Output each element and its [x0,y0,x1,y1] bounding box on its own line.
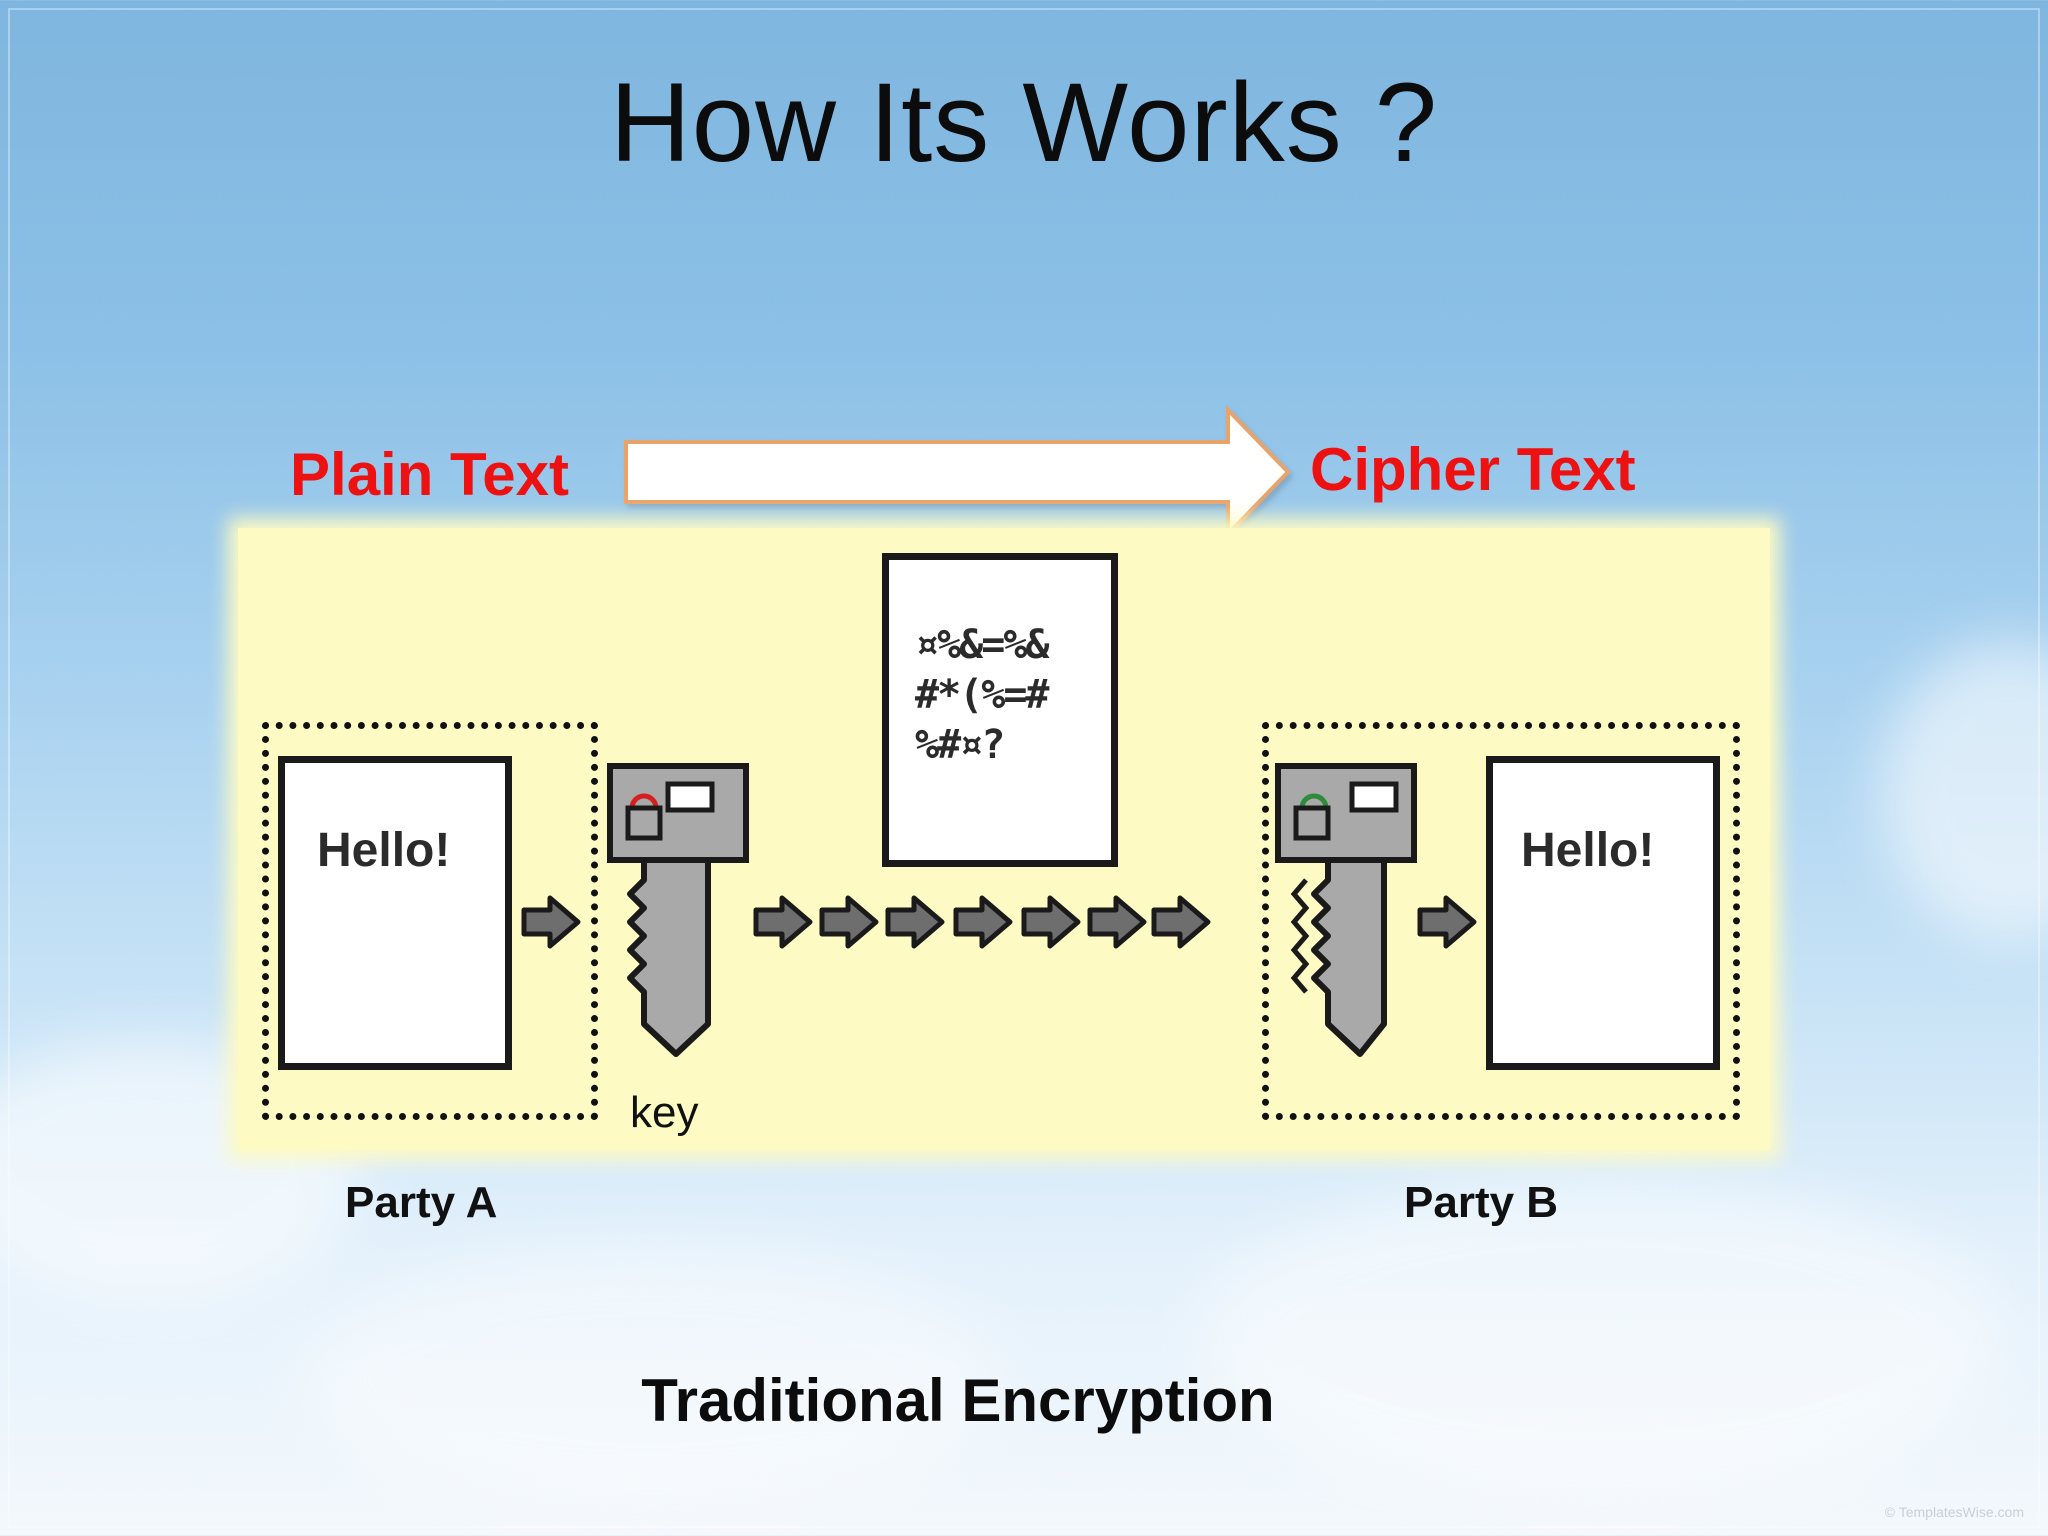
flow-arrow-icon [624,405,1291,539]
party-a-label: Party A [345,1178,498,1227]
key-label: key [630,1088,699,1137]
cipher-document: ¤%&=%& #*(%=# %#¤? [882,553,1118,867]
cloud-decoration [300,1250,1000,1510]
document-text: Hello! [1521,824,1655,877]
plain-document-a: Hello! [278,756,512,1070]
cipher-line: %#¤? [915,722,1005,768]
arrow-right-icon [1151,895,1211,949]
encryption-key-icon [607,763,749,1057]
cipher-line: #*(%=# [915,672,1049,718]
arrow-right-icon [521,895,581,949]
party-a-group [262,722,598,1120]
plain-text-label: Plain Text [290,441,569,508]
plain-document-b: Hello! [1486,756,1720,1070]
arrow-right-icon [1417,895,1477,949]
slide-frame [8,8,2040,1528]
arrow-right-icon [753,895,813,949]
cipher-line: ¤%&=%& [915,622,1049,668]
decryption-key-icon [1275,763,1417,1057]
watermark: © TemplatesWise.com [1884,1504,2024,1520]
arrow-right-icon [953,895,1013,949]
diagram-caption: Traditional Encryption [641,1367,1275,1434]
party-b-group [1262,722,1740,1120]
party-b-label: Party B [1404,1178,1559,1227]
cipher-text-label: Cipher Text [1310,436,1636,503]
cloud-decoration [1200,1180,2000,1500]
arrow-right-icon [819,895,879,949]
arrow-right-icon [1021,895,1081,949]
arrow-right-icon [885,895,945,949]
document-text: Hello! [317,824,451,877]
slide-title: How Its Works ? [609,60,1439,185]
arrow-right-icon [1087,895,1147,949]
